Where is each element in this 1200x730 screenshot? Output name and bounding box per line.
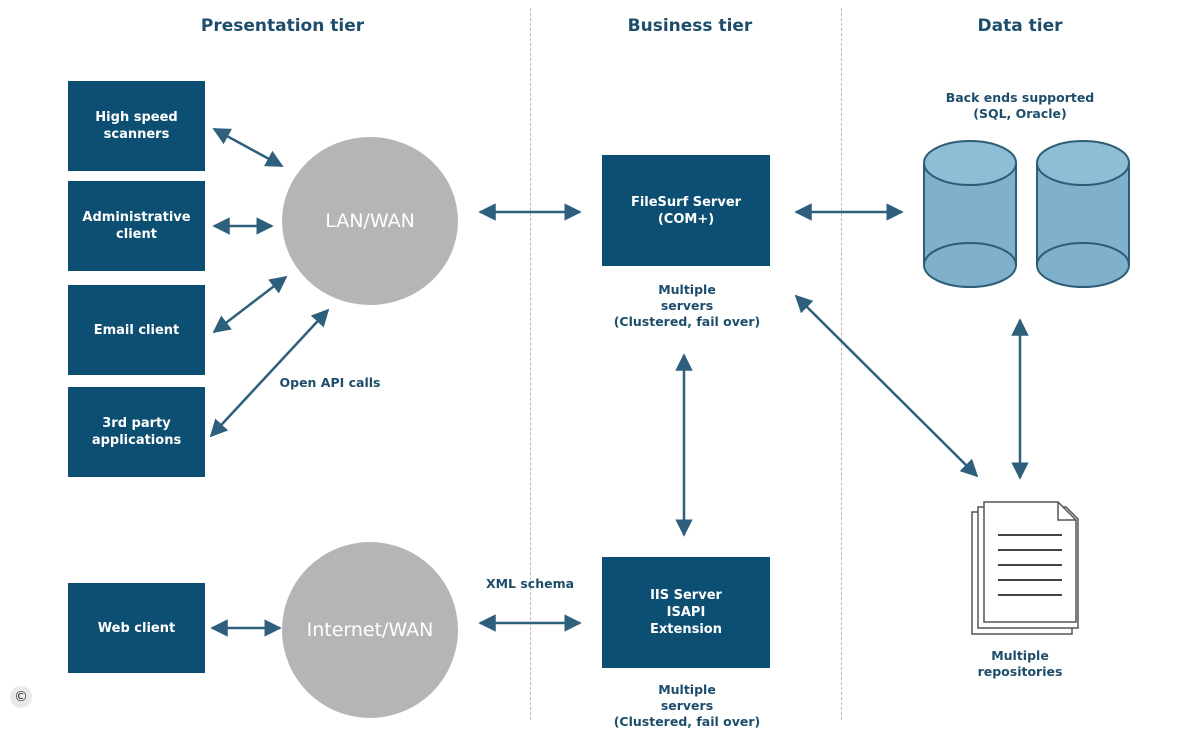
database-icon-1 <box>923 140 1017 288</box>
high-speed-scanners-box: High speed scanners <box>68 81 205 171</box>
arrow-email-lan <box>212 275 288 334</box>
third-party-applications-box: 3rd party applications <box>68 387 205 477</box>
arrow-filesurf-repositories <box>794 294 979 478</box>
back-ends-label: Back ends supported (SQL, Oracle) <box>945 90 1095 121</box>
arrow-scanners-lan <box>212 127 284 168</box>
document-stack-icon <box>971 501 1079 635</box>
copyright-icon: © <box>10 686 32 708</box>
filesurf-server-box: FileSurf Server (COM+) <box>602 155 770 266</box>
filesurf-servers-note: Multiple servers (Clustered, fail over) <box>613 282 761 329</box>
email-client-box: Email client <box>68 285 205 375</box>
iis-server-box: IIS Server ISAPI Extension <box>602 557 770 668</box>
multiple-repositories-label: Multiple repositories <box>977 648 1063 679</box>
web-client-box: Web client <box>68 583 205 673</box>
internet-wan-circle: Internet/WAN <box>282 542 458 718</box>
lan-wan-circle: LAN/WAN <box>282 137 458 305</box>
database-icon-2 <box>1036 140 1130 288</box>
arrow-apps-lan <box>209 308 330 438</box>
data-tier-title: Data tier <box>977 16 1063 36</box>
tier-divider-left <box>530 8 531 720</box>
presentation-tier-title: Presentation tier <box>200 16 365 36</box>
xml-schema-label: XML schema <box>485 576 575 591</box>
business-tier-title: Business tier <box>627 16 753 36</box>
administrative-client-box: Administrative client <box>68 181 205 271</box>
